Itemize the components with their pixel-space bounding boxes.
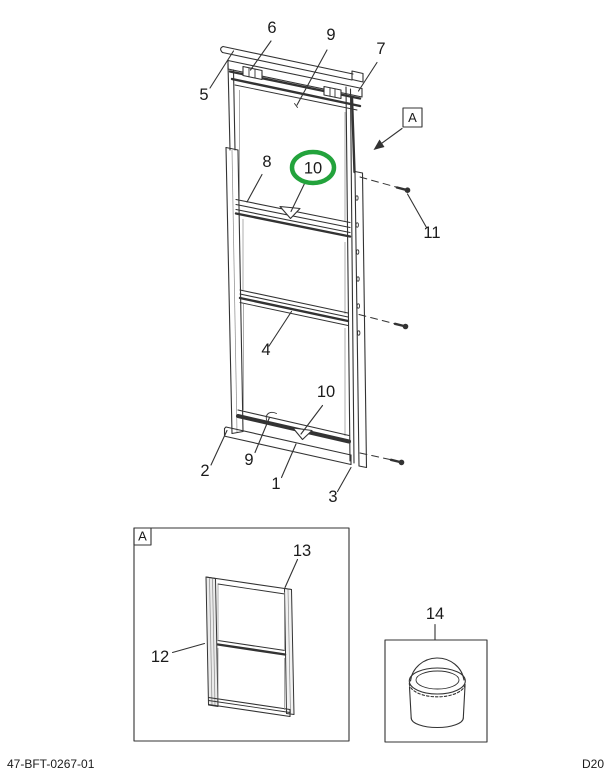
sill [223, 426, 352, 466]
callout-9-top: 9 [294, 26, 336, 108]
callout-10-bottom: 10 [300, 383, 335, 435]
right-guide-channel [354, 170, 368, 469]
callout-7: 7 [357, 40, 386, 92]
callout-12: 12 [151, 642, 206, 666]
rain-deflector-strip [220, 45, 364, 83]
callout-3: 3 [328, 466, 352, 506]
callout-5-label: 5 [199, 86, 208, 104]
callout-2: 2 [200, 429, 228, 480]
footer: 47-BFT-0267-01 D20 [7, 757, 604, 771]
window-left-stile [205, 576, 219, 707]
callout-14-label: 14 [426, 605, 444, 623]
detail-a-view: A [133, 527, 350, 742]
detail-a-window-frame [205, 576, 295, 718]
part-14-border [384, 639, 488, 743]
detail-a-marker: A [133, 527, 152, 546]
callout-1: 1 [271, 443, 297, 493]
callout-10-bottom-label: 10 [317, 383, 335, 401]
doc-number: 47-BFT-0267-01 [7, 757, 95, 771]
window-bottom-rail [207, 696, 291, 718]
callout-2-label: 2 [200, 462, 209, 480]
callout-13: 13 [284, 542, 311, 589]
detail-a-marker-label: A [138, 529, 147, 544]
meeting-rail [234, 198, 352, 238]
mounting-clip [242, 65, 263, 81]
detail-a-border [133, 527, 350, 742]
main-assembly-drawing: 5 6 9 7 A 8 10 [199, 19, 440, 506]
window-middle-rail [216, 639, 287, 656]
callout-11-label: 11 [423, 224, 440, 242]
window-pane-edges [217, 584, 285, 710]
latch-notch [292, 427, 313, 441]
callout-9-bottom-label: 9 [244, 451, 253, 469]
callout-8-label: 8 [262, 153, 271, 171]
callout-13-label: 13 [293, 542, 311, 560]
bottom-rail [236, 409, 351, 444]
callout-12-label: 12 [151, 648, 169, 666]
glass-pane-edges [239, 90, 346, 436]
sash-top-rail [230, 77, 362, 111]
part-14-view: 14 [384, 605, 488, 743]
screw-fastener [359, 452, 405, 466]
callout-4: 4 [261, 310, 293, 359]
screw-fastener [358, 314, 409, 330]
callout-11: 11 [406, 193, 441, 242]
detail-a-reference-label: A [408, 110, 417, 125]
left-frame-channel [225, 63, 244, 435]
callout-14: 14 [426, 605, 444, 641]
callout-8: 8 [246, 153, 272, 203]
callout-10-highlighted-label: 10 [304, 160, 322, 178]
mounting-clip [323, 85, 342, 100]
channel-screw-holes [355, 195, 361, 336]
callout-4-label: 4 [261, 341, 270, 359]
page-code: D20 [582, 757, 604, 771]
highlight-circle [289, 149, 337, 186]
callout-1-label: 1 [271, 475, 280, 493]
callout-6: 6 [249, 19, 277, 71]
window-top-rail [205, 576, 293, 596]
grommet-cylinder [408, 657, 466, 729]
callout-6-label: 6 [267, 19, 276, 37]
latch-notch [279, 205, 301, 220]
detail-a-reference: A [373, 107, 423, 150]
right-frame-side [345, 86, 356, 464]
callout-7-label: 7 [376, 40, 385, 58]
callout-9-top-label: 9 [326, 26, 335, 44]
head-rail [227, 59, 363, 100]
screw-fastener [359, 176, 411, 193]
callout-10-highlighted: 10 [289, 149, 337, 213]
arrowhead [373, 139, 385, 150]
callout-3-label: 3 [328, 488, 337, 506]
callout-9-bottom: 9 [244, 411, 277, 469]
mid-rail [238, 289, 350, 326]
callout-5: 5 [199, 50, 235, 104]
